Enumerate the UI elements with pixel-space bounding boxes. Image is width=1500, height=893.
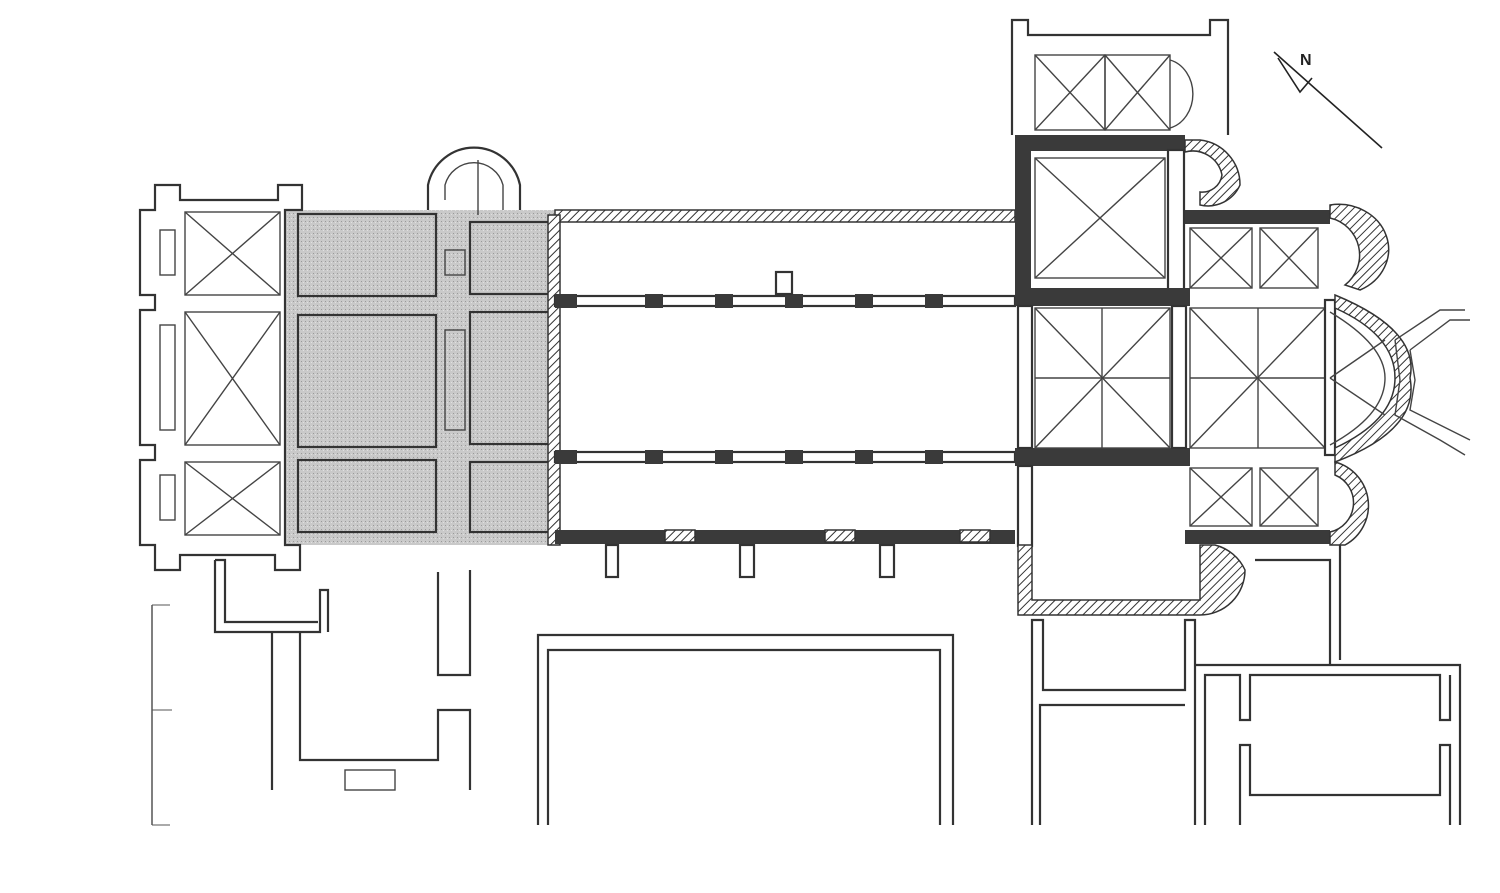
scale-bar — [151, 604, 172, 826]
transept — [1015, 135, 1246, 616]
north-label: N — [1300, 52, 1312, 69]
nave-piers-north — [555, 294, 943, 308]
west-block — [138, 183, 304, 572]
chancel — [1189, 293, 1412, 464]
crossing-vault — [1034, 307, 1171, 449]
nave — [547, 209, 1017, 579]
conventual-buildings — [213, 545, 1462, 825]
shaded-westwork-area — [285, 210, 555, 545]
nave-piers-south — [555, 450, 943, 464]
stair-tower — [426, 146, 522, 215]
exterior-path-lines — [1394, 309, 1471, 456]
westwork-rooms — [296, 212, 552, 534]
north-chapel — [1010, 18, 1230, 135]
side-chapels — [1185, 203, 1390, 546]
north-arrow: N — [1273, 51, 1383, 149]
